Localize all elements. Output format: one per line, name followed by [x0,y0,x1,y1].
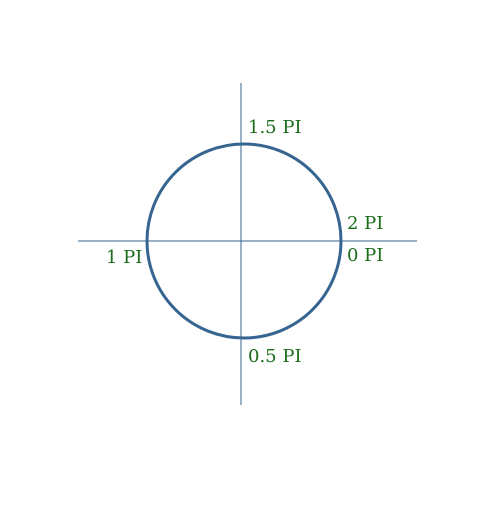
label-0-pi: 0 PI [347,245,383,266]
label-0-5-pi: 0.5 PI [248,346,302,367]
label-1-pi: 1 PI [106,247,142,268]
unit-circle [145,142,343,340]
label-2-pi: 2 PI [347,213,383,234]
label-1-5-pi: 1.5 PI [248,117,302,138]
